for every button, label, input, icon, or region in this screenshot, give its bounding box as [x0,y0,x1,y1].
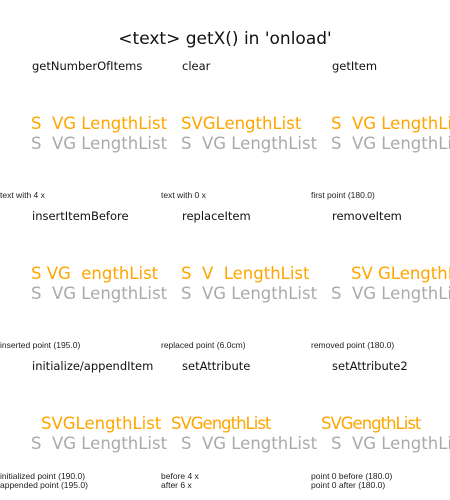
gray-reference-text: S VG LengthList [31,434,168,453]
result-note: before 4 x after 6 x [161,471,199,490]
result-note: initialized point (190.0) appended point… [0,471,88,490]
result-note: text with 0 x [161,190,206,200]
gray-reference-text: S VG LengthList [181,284,318,303]
orange-text-clip: SV GLengthList [300,264,450,288]
gray-reference-text: S VG LengthList [181,134,318,153]
result-note: replaced point (6.0cm) [161,340,246,350]
test-cell-setattribute: setAttribute SVGengthList S VG LengthLis… [150,350,317,500]
test-cell-insertitembefore: insertItemBefore S VG engthList S VG Len… [0,200,167,350]
gray-reference-text: S VG LengthList [331,134,450,153]
orange-text: S VG engthList [31,264,159,283]
orange-text: SVGengthList [321,414,421,433]
test-label: insertItemBefore [32,209,129,223]
result-note: point 0 before (180.0) point 0 after (18… [311,471,393,490]
gray-reference-text: S VG LengthList [181,434,318,453]
orange-text: SV GLengthList [351,264,450,283]
test-cell-setattribute2: setAttribute2 SVGengthList S VG LengthLi… [300,350,450,500]
gray-reference-text: S VG LengthList [31,284,168,303]
test-cell-initialize-appenditem: initialize/appendItem SVGLengthList S VG… [0,350,167,500]
orange-text: SVGLengthList [181,114,302,133]
orange-text: S VG LengthList [331,114,450,133]
test-label: getItem [332,59,378,73]
page-title: <text> getX() in 'onload' [118,29,332,49]
test-cell-getnumberofitems: getNumberOfItems S VG LengthList S VG Le… [0,50,167,200]
orange-text: S V LengthList [181,264,310,283]
gray-reference-text: S VG LengthList [331,434,450,453]
orange-text: SVGLengthList [41,414,162,433]
orange-text: S VG LengthList [31,114,168,133]
result-note: text with 4 x [0,190,45,200]
test-label: clear [182,59,211,73]
test-label: initialize/appendItem [32,359,154,373]
gray-reference-text: S VG LengthList [331,284,450,303]
test-cell-getitem: getItem S VG LengthList S VG LengthList … [300,50,450,200]
test-label: removeItem [332,209,402,223]
test-label: setAttribute [182,359,251,373]
test-cell-replaceitem: replaceItem S V LengthList S VG LengthLi… [150,200,317,350]
result-note: first point (180.0) [311,190,375,200]
gray-reference-text: S VG LengthList [31,134,168,153]
result-note: removed point (180.0) [311,340,395,350]
test-cell-removeitem: removeItem SV GLengthList S VG LengthLis… [300,200,450,350]
test-label: replaceItem [182,209,251,223]
test-label: getNumberOfItems [32,59,143,73]
test-label: setAttribute2 [332,359,408,373]
orange-text: SVGengthList [171,414,271,433]
result-note: inserted point (195.0) [0,340,81,350]
test-cell-clear: clear SVGLengthList S VG LengthList text… [150,50,317,200]
